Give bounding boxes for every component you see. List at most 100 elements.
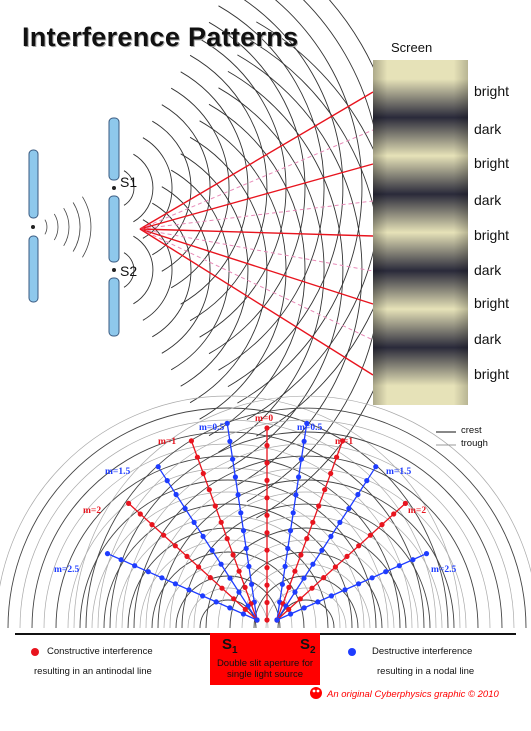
wave-arc — [218, 87, 325, 453]
antinode-dot — [264, 547, 270, 553]
antinode-dot — [322, 487, 328, 493]
node-dot — [423, 551, 430, 557]
aperture-s2-label: S2 — [300, 636, 316, 656]
wave-arc — [152, 120, 192, 256]
node-dot — [200, 593, 206, 599]
antinode-dot — [264, 565, 270, 571]
antinode-dot — [334, 454, 340, 460]
trough-arc — [43, 443, 413, 629]
node-dot — [118, 557, 124, 563]
wave-arc — [180, 153, 249, 387]
node-dot — [240, 611, 246, 617]
order-line — [276, 423, 308, 621]
antinode-dot — [264, 599, 270, 606]
node-dot — [132, 563, 138, 569]
wave-arc — [189, 54, 268, 322]
node-dot — [209, 547, 215, 553]
antinode-dot — [264, 495, 270, 501]
node-dot — [172, 581, 178, 587]
antinode-dot — [207, 575, 213, 581]
crest-arc — [157, 479, 455, 629]
trough-arc — [73, 395, 531, 629]
band-label: bright — [474, 155, 510, 171]
node-dot — [298, 456, 304, 462]
antinode-dot — [367, 532, 373, 538]
node-dot — [301, 438, 307, 444]
antinode-dot — [297, 596, 303, 602]
trough-arc — [145, 467, 467, 629]
wave-arc — [161, 186, 211, 354]
node-dot — [246, 563, 252, 570]
crest-arc — [55, 455, 401, 629]
wave-arc — [180, 71, 249, 305]
antinode-dot — [230, 552, 236, 558]
trough-arc — [265, 587, 347, 629]
wave-arc — [142, 137, 173, 239]
node-dot — [301, 575, 307, 581]
antinode-dot — [196, 564, 202, 570]
wave-arc — [208, 103, 306, 437]
node-dot — [227, 605, 233, 611]
antinode-dot — [264, 477, 270, 483]
nodal-ray — [139, 228, 374, 341]
order-label: m=0.5 — [199, 423, 224, 433]
wave-arc — [123, 170, 135, 206]
wave-arc — [227, 71, 344, 469]
node-dot — [319, 547, 325, 553]
source-arc — [63, 207, 70, 247]
aperture-box — [210, 633, 320, 685]
node-dot — [232, 474, 238, 480]
wave-arc — [170, 87, 230, 289]
destructive-legend-line2: resulting in a nodal line — [377, 666, 475, 677]
node-dot — [356, 581, 362, 587]
band-label: bright — [474, 83, 510, 99]
trough-arc — [19, 419, 437, 629]
interference-dots — [104, 420, 430, 623]
credit-text: An original Cyberphysics graphic © 2010 — [327, 689, 499, 700]
antinode-dot — [309, 585, 315, 591]
antinode-dot — [332, 564, 338, 570]
node-dot — [282, 563, 288, 570]
trough-arc — [169, 491, 443, 629]
antinode-dot — [316, 503, 322, 509]
node-dot — [355, 491, 361, 498]
antinode-dot — [298, 552, 304, 558]
antinode-dot — [200, 470, 206, 477]
source-arc — [53, 213, 59, 241]
order-label: m=1 — [335, 437, 353, 447]
node-dot — [296, 474, 302, 480]
antinode-dot — [304, 536, 310, 542]
antinode-dot — [286, 584, 292, 591]
trough-arc — [121, 443, 491, 629]
order-label: m=2.5 — [54, 565, 79, 575]
antinodal-ray — [139, 228, 374, 237]
crest-arc — [85, 407, 527, 629]
crest-arc — [181, 503, 431, 629]
screen-shading — [373, 60, 468, 405]
antinode-dot — [137, 511, 143, 517]
node-dot — [328, 593, 334, 599]
order-label: m=2 — [408, 506, 426, 516]
node-dot — [186, 587, 192, 593]
order-label: m=2.5 — [431, 565, 456, 575]
antinode-dot — [264, 442, 270, 449]
antinode-dot — [310, 519, 316, 525]
crest-arc — [7, 407, 449, 629]
screen-label: Screen — [391, 40, 433, 55]
node-dot — [182, 505, 188, 512]
wave-arc — [208, 21, 306, 355]
order-label: m=1 — [158, 437, 176, 447]
slit-s2-label: S2 — [120, 263, 138, 279]
antinode-dot — [194, 454, 200, 460]
wave-arc — [123, 252, 135, 288]
crest-arc — [103, 503, 353, 629]
node-dot — [164, 478, 170, 484]
order-label: m=0.5 — [297, 423, 322, 433]
antinode-dot — [231, 596, 237, 602]
node-dot — [293, 492, 299, 498]
node-dot — [235, 492, 241, 498]
node-dot — [191, 519, 197, 526]
antinode-dot — [172, 543, 178, 549]
trough-arc — [241, 563, 371, 629]
source-arc — [82, 196, 92, 258]
